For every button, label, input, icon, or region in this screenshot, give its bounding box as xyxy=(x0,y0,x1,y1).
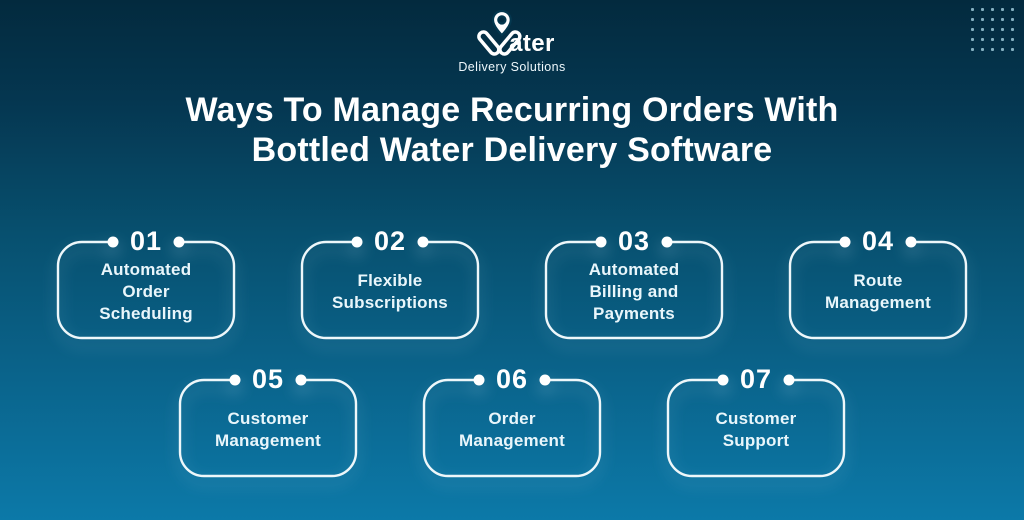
card-border-outline xyxy=(300,236,480,340)
card-dot-left xyxy=(839,236,851,248)
card-dot-right xyxy=(905,236,917,248)
w-monogram-left xyxy=(476,30,501,56)
card-number: 05 xyxy=(251,363,285,394)
card-number: 02 xyxy=(373,225,407,256)
cards-row-1: 01 Automated Order Scheduling 02 Flexibl… xyxy=(0,227,1024,340)
card-dot-left xyxy=(717,374,729,386)
card-dot-right xyxy=(295,374,307,386)
location-pin-icon xyxy=(491,10,512,37)
card-label: Customer Support xyxy=(715,409,797,450)
dot xyxy=(981,18,984,21)
dots-pattern xyxy=(971,8,1014,51)
card-dot-left xyxy=(473,374,485,386)
dot xyxy=(1001,48,1004,51)
dot xyxy=(991,28,994,31)
feature-card: 01 Automated Order Scheduling xyxy=(56,227,236,340)
logo-wordmark-suffix: ater xyxy=(509,30,555,57)
card-dot-right xyxy=(417,236,429,248)
card-border-outline xyxy=(666,374,846,478)
page-title: Ways To Manage Recurring Orders With Bot… xyxy=(0,90,1024,170)
dot xyxy=(1001,18,1004,21)
card-number: 06 xyxy=(495,363,529,394)
dot xyxy=(1001,38,1004,41)
page-title-line2: Bottled Water Delivery Software xyxy=(251,131,773,169)
dot xyxy=(1001,28,1004,31)
dot xyxy=(1011,8,1014,11)
dot xyxy=(981,8,984,11)
feature-card: 04 Route Management xyxy=(788,227,968,340)
dot xyxy=(981,38,984,41)
card-label: Customer Management xyxy=(215,409,321,450)
card-dot-right xyxy=(661,236,673,248)
card-dot-left xyxy=(107,236,119,248)
feature-card: 02 Flexible Subscriptions xyxy=(300,227,480,340)
dot xyxy=(971,8,974,11)
card-dot-left xyxy=(595,236,607,248)
card-border-outline xyxy=(544,236,724,340)
dot xyxy=(981,48,984,51)
dot xyxy=(991,18,994,21)
card-label: Flexible Subscriptions xyxy=(332,271,448,312)
card-dot-right xyxy=(173,236,185,248)
dot xyxy=(1001,8,1004,11)
card-label: Automated Order Scheduling xyxy=(99,260,193,323)
feature-card: 07 Customer Support xyxy=(666,365,846,478)
dot xyxy=(1011,38,1014,41)
card-border-outline xyxy=(178,374,358,478)
feature-card: 03 Automated Billing and Payments xyxy=(544,227,724,340)
logo-tagline: Delivery Solutions xyxy=(458,60,566,74)
dot xyxy=(1011,48,1014,51)
card-number: 01 xyxy=(129,225,163,256)
logo-wordmark: ater xyxy=(469,10,555,58)
dot xyxy=(971,48,974,51)
dot xyxy=(981,28,984,31)
dot xyxy=(991,38,994,41)
card-label: Automated Billing and Payments xyxy=(588,260,680,323)
cards-row-2: 05 Customer Management 06 Order Manageme… xyxy=(0,365,1024,478)
card-border-outline xyxy=(56,236,236,340)
water-logo-icon xyxy=(476,10,522,56)
dot xyxy=(991,8,994,11)
card-dot-left xyxy=(351,236,363,248)
card-label: Order Management xyxy=(459,409,565,450)
card-number: 03 xyxy=(617,225,651,256)
dot xyxy=(971,38,974,41)
card-dot-right xyxy=(539,374,551,386)
water-delivery-logo: ater Delivery Solutions xyxy=(458,10,565,74)
card-dot-left xyxy=(229,374,241,386)
dot xyxy=(971,28,974,31)
feature-card: 05 Customer Management xyxy=(178,365,358,478)
dot xyxy=(1011,28,1014,31)
card-border-outline xyxy=(422,374,602,478)
page-title-line1: Ways To Manage Recurring Orders With xyxy=(185,91,839,129)
feature-card: 06 Order Management xyxy=(422,365,602,478)
card-label: Route Management xyxy=(825,271,931,312)
w-monogram-right xyxy=(497,30,522,56)
dot xyxy=(991,48,994,51)
dot xyxy=(1011,18,1014,21)
card-dot-right xyxy=(783,374,795,386)
card-border-outline xyxy=(788,236,968,340)
card-number: 04 xyxy=(861,225,895,256)
dot xyxy=(971,18,974,21)
card-number: 07 xyxy=(739,363,773,394)
